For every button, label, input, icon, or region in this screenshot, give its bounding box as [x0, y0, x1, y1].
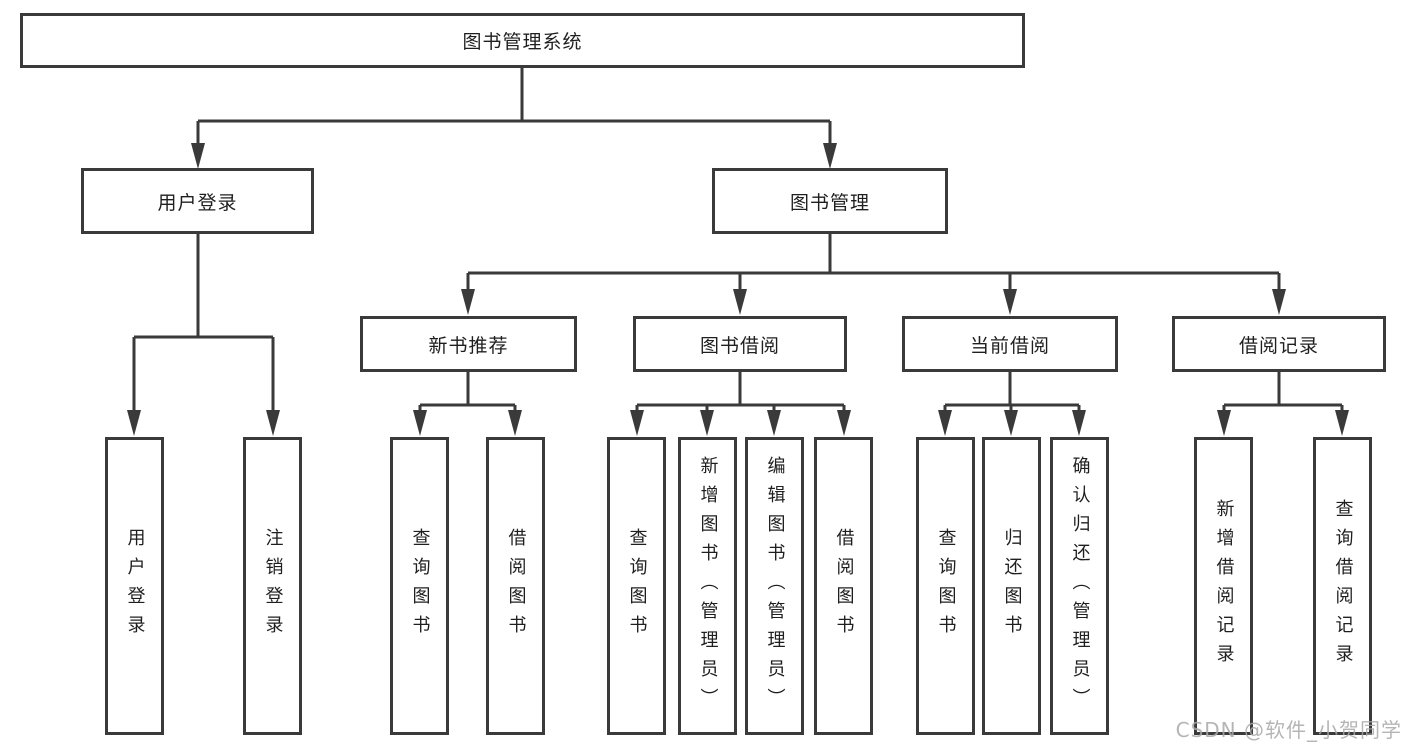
node-label: 用户登录 [124, 528, 146, 644]
node-current-borrowing: 当前借阅 [902, 316, 1118, 372]
node-label: 查询借阅记录 [1332, 499, 1354, 673]
node-label: 注销登录 [262, 528, 284, 644]
arrow-to-add-borrow-record [1217, 410, 1231, 436]
node-label: 用户登录 [157, 191, 238, 214]
node-user-login: 用户登录 [81, 168, 314, 234]
node-label: 图书借阅 [699, 334, 780, 357]
node-borrowing-records: 借阅记录 [1172, 316, 1386, 372]
arrow-to-borrowing-records [1272, 289, 1286, 315]
node-label: 查询图书 [626, 528, 648, 644]
node-label: 新增图书（管理员） [697, 455, 719, 717]
node-book-borrowing: 图书借阅 [633, 316, 847, 372]
node-borrow-books-2: 借阅图书 [814, 437, 873, 735]
arrow-to-edit-books-admin [767, 410, 781, 436]
arrow-to-query-borrow-record [1335, 410, 1349, 436]
arrow-to-user-login [191, 143, 205, 169]
node-label: 借阅图书 [833, 528, 855, 644]
node-add-books-admin: 新增图书（管理员） [678, 437, 737, 735]
arrow-to-borrow-books-2 [837, 410, 851, 436]
node-label: 图书管理 [789, 191, 870, 214]
node-new-book-recommend: 新书推荐 [360, 316, 577, 372]
arrow-to-new-book-recommend [461, 289, 475, 315]
node-query-books-1: 查询图书 [390, 437, 449, 735]
node-label: 新增借阅记录 [1213, 499, 1235, 673]
arrow-to-query-books-3 [938, 410, 952, 436]
connector-book-borrowing-branch [635, 372, 846, 414]
connector-user-login-branch [132, 234, 275, 414]
node-borrow-books-1: 借阅图书 [486, 437, 545, 735]
node-add-borrow-record: 新增借阅记录 [1194, 437, 1253, 735]
arrow-to-book-borrowing [733, 289, 747, 315]
node-query-books-3: 查询图书 [916, 437, 975, 735]
connector-borrowing-records-branch [1222, 372, 1344, 414]
node-label: 借阅图书 [505, 528, 527, 644]
connector-book-management-branch [466, 234, 1281, 294]
connector-new-book-recommend-branch [418, 372, 517, 414]
arrow-to-user-login-leaf [127, 410, 141, 436]
node-label: 借阅记录 [1238, 334, 1319, 357]
node-label: 新书推荐 [428, 334, 509, 357]
node-label: 当前借阅 [969, 334, 1050, 357]
node-library-management-system: 图书管理系统 [20, 13, 1025, 68]
node-return-books: 归还图书 [982, 437, 1041, 735]
arrow-to-add-books-admin [700, 410, 714, 436]
node-label: 查询图书 [409, 528, 431, 644]
node-label: 图书管理系统 [462, 31, 583, 53]
node-confirm-return-admin: 确认归还（管理员） [1050, 437, 1109, 735]
connector-root-to-level2 [196, 68, 832, 150]
node-label: 确认归还（管理员） [1069, 455, 1091, 717]
node-logout-leaf: 注销登录 [243, 437, 302, 735]
node-book-management: 图书管理 [712, 168, 948, 234]
connector-current-borrowing-branch [943, 372, 1081, 414]
arrow-to-confirm-return-admin [1072, 410, 1086, 436]
node-user-login-leaf: 用户登录 [105, 437, 164, 735]
arrow-to-borrow-books-1 [508, 410, 522, 436]
arrowheads [127, 143, 1349, 436]
arrow-to-current-borrowing [1003, 289, 1017, 315]
node-query-borrow-record: 查询借阅记录 [1313, 437, 1372, 735]
csdn-watermark: CSDN @软件_小贺同学 [1175, 718, 1402, 742]
arrow-to-logout-leaf [266, 410, 280, 436]
arrow-to-return-books [1004, 410, 1018, 436]
node-edit-books-admin: 编辑图书（管理员） [745, 437, 804, 735]
node-query-books-2: 查询图书 [607, 437, 666, 735]
arrow-to-book-management [823, 143, 837, 169]
node-label: 编辑图书（管理员） [764, 455, 786, 717]
arrow-to-query-books-2 [630, 410, 644, 436]
node-label: 归还图书 [1001, 528, 1023, 644]
arrow-to-query-books-1 [413, 410, 427, 436]
node-label: 查询图书 [935, 528, 957, 644]
